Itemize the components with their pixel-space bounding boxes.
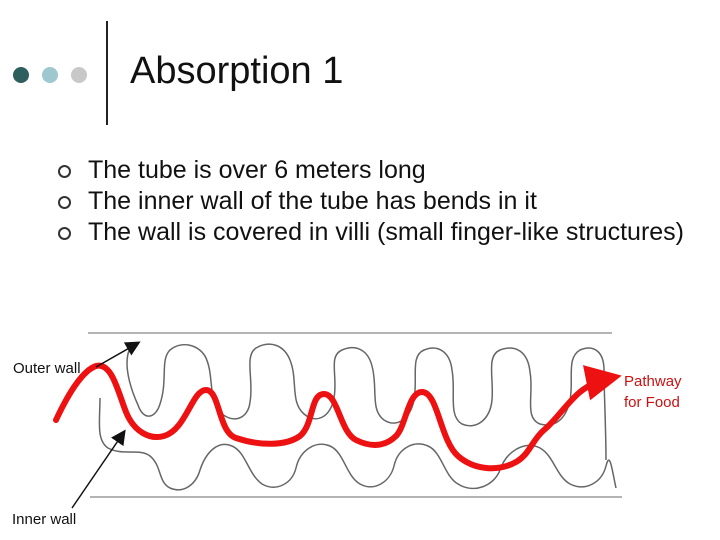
slide-title: Absorption 1 bbox=[130, 50, 344, 92]
pathway-label-line2: for Food bbox=[624, 394, 680, 411]
lower-villi-wall bbox=[98, 397, 617, 491]
pathway-label: Pathway for Food bbox=[624, 371, 682, 413]
bullet-list: The tube is over 6 meters long The inner… bbox=[58, 156, 702, 249]
outer-wall-label: Outer wall bbox=[13, 360, 81, 377]
bullet-item: The tube is over 6 meters long bbox=[58, 156, 702, 185]
bullet-icon bbox=[58, 227, 71, 240]
title-dot-dark bbox=[13, 67, 29, 83]
upper-villi-wall bbox=[126, 343, 607, 461]
bullet-text: The inner wall of the tube has bends in … bbox=[88, 187, 537, 215]
bullet-item: The wall is covered in villi (small fing… bbox=[58, 218, 688, 247]
bullet-icon bbox=[58, 165, 71, 178]
food-pathway-arrow bbox=[53, 362, 622, 472]
title-dot-light-blue bbox=[42, 67, 58, 83]
pathway-label-line1: Pathway bbox=[624, 373, 682, 390]
bullet-text: The wall is covered in villi (small fing… bbox=[88, 218, 684, 246]
bullet-icon bbox=[58, 196, 71, 209]
title-divider bbox=[106, 21, 108, 125]
bullet-item: The inner wall of the tube has bends in … bbox=[58, 187, 702, 216]
inner-wall-label: Inner wall bbox=[12, 511, 77, 528]
title-dot-gray bbox=[71, 67, 87, 83]
outer-wall-pointer-arrow bbox=[95, 341, 141, 368]
inner-wall-pointer-arrow bbox=[71, 429, 126, 509]
bullet-text: The tube is over 6 meters long bbox=[88, 156, 426, 184]
